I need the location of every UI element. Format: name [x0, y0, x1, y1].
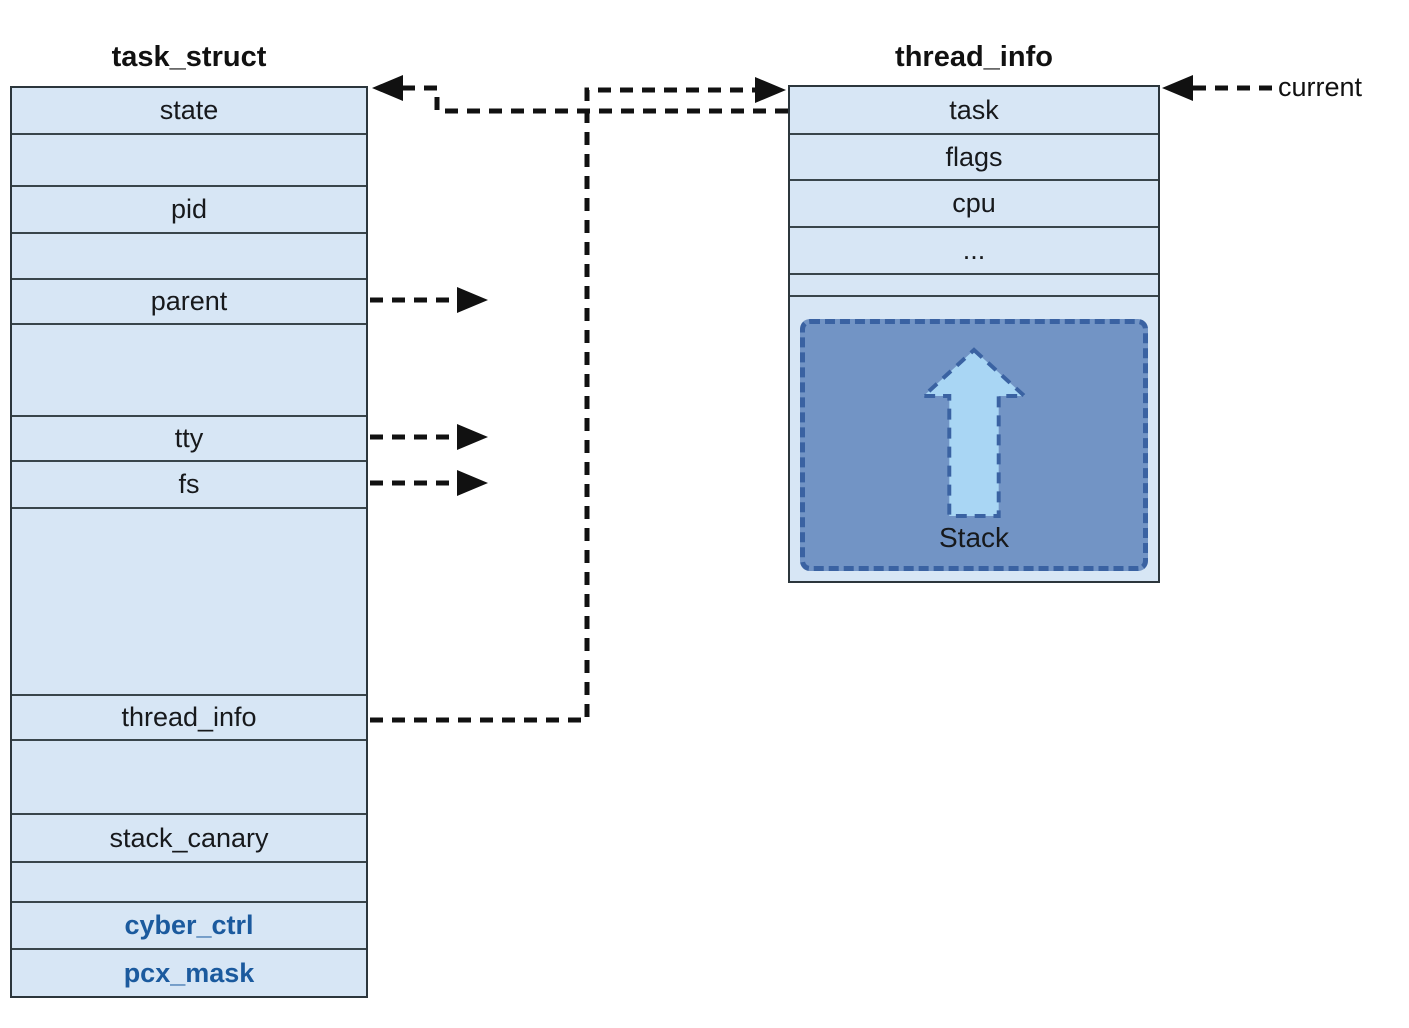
arrow-task-to-task-struct: [372, 75, 788, 114]
arrow-thread-info-field-to-thread-info: [370, 77, 786, 723]
arrow-fs-pointer: [370, 470, 488, 496]
arrow-parent-pointer: [370, 287, 488, 313]
row-cpu: cpu: [790, 181, 1158, 228]
arrow-current-pointer: [1162, 75, 1272, 101]
row-stack-canary: stack_canary: [12, 815, 366, 863]
row-task: task: [790, 87, 1158, 135]
cell-label-flags: flags: [945, 141, 1003, 172]
stack-region: Stack: [800, 319, 1148, 571]
row-empty-1: [12, 135, 366, 187]
cell-label-ellipsis: ...: [962, 235, 986, 265]
cell-label-thread-info: thread_info: [121, 702, 257, 732]
row-pid: pid: [12, 187, 366, 234]
row-empty-thin: [790, 275, 1158, 297]
task-struct-title: task_struct: [111, 41, 267, 73]
task-struct-table: state pid parent tty fs thread_info: [10, 86, 368, 998]
current-label: current: [1278, 72, 1363, 102]
row-state: state: [12, 88, 366, 135]
row-flags: flags: [790, 135, 1158, 181]
row-ellipsis: ...: [790, 228, 1158, 275]
thread-info-table: task flags cpu ... Stack: [788, 85, 1160, 583]
row-thread-info: thread_info: [12, 696, 366, 741]
arrow-tty-pointer: [370, 424, 488, 450]
cell-label-task: task: [949, 94, 999, 125]
up-arrow-icon: [918, 347, 1030, 518]
row-empty-2: [12, 234, 366, 280]
cell-label-cyber-ctrl: cyber_ctrl: [124, 910, 254, 940]
stack-label: Stack: [938, 522, 1010, 553]
row-empty-4: [12, 509, 366, 696]
cell-label-stack-canary: stack_canary: [109, 822, 269, 853]
cell-label-cpu: cpu: [952, 188, 996, 218]
thread-info-title: thread_info: [895, 41, 1053, 73]
cell-label-parent: parent: [150, 286, 228, 316]
row-stack-region: Stack: [790, 297, 1158, 581]
row-pcx-mask: pcx_mask: [12, 950, 366, 996]
row-cyber-ctrl: cyber_ctrl: [12, 903, 366, 950]
row-empty-6: [12, 863, 366, 903]
cell-label-tty: tty: [174, 423, 204, 453]
cell-label-pid: pid: [170, 194, 208, 224]
row-parent: parent: [12, 280, 366, 325]
cell-label-pcx-mask: pcx_mask: [123, 957, 255, 988]
cell-label-fs: fs: [178, 469, 200, 499]
row-empty-3: [12, 325, 366, 417]
row-empty-5: [12, 741, 366, 815]
cell-label-state: state: [159, 95, 219, 125]
row-tty: tty: [12, 417, 366, 462]
row-fs: fs: [12, 462, 366, 509]
